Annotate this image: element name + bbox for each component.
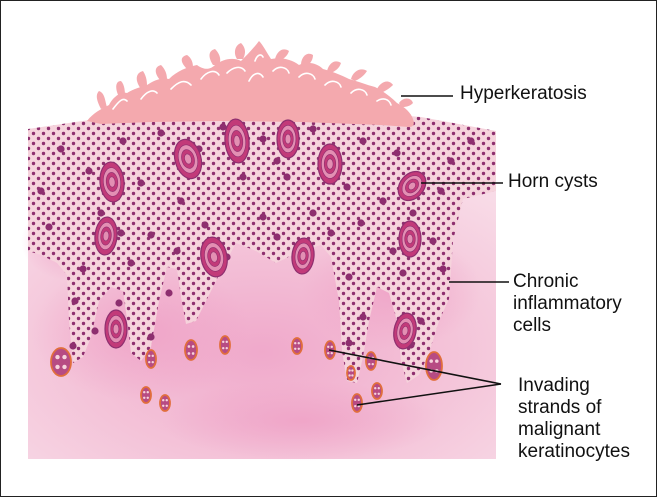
inflammatory-cell — [97, 209, 104, 216]
inflammatory-cell — [115, 299, 122, 306]
inflammatory-cell — [79, 265, 86, 272]
inflammatory-cell — [417, 317, 424, 324]
inflammatory-cell — [389, 247, 396, 254]
inflammatory-cell — [57, 145, 64, 152]
inflammatory-cell — [409, 209, 416, 216]
inflammatory-cell — [345, 339, 352, 346]
inflammatory-cell — [359, 313, 366, 320]
invading-strand — [292, 338, 302, 354]
inflammatory-cell — [147, 333, 154, 340]
horn-cyst — [399, 221, 421, 257]
inflammatory-cell — [343, 183, 350, 190]
invading-strand — [220, 336, 230, 354]
inflammatory-cell — [45, 223, 52, 230]
inflammatory-cell — [85, 167, 92, 174]
horn-cyst — [318, 144, 342, 184]
invading-strand — [366, 352, 376, 370]
inflammatory-cell — [399, 269, 406, 276]
inflammatory-cell — [119, 137, 126, 144]
keratin-layer — [87, 41, 414, 127]
inflammatory-cell — [467, 137, 474, 144]
inflammatory-cell — [327, 229, 334, 236]
inflammatory-cell — [283, 173, 290, 180]
label-horn-cysts: Horn cysts — [508, 171, 598, 193]
inflammatory-cell — [37, 187, 44, 194]
inflammatory-cell — [147, 231, 154, 238]
inflammatory-cell — [201, 221, 208, 228]
inflammatory-cell — [137, 179, 144, 186]
invading-strand — [141, 387, 151, 403]
inflammatory-cell — [173, 247, 180, 254]
label-hyperkeratosis: Hyperkeratosis — [460, 83, 587, 105]
inflammatory-cell — [259, 135, 266, 142]
inflammatory-cell — [345, 273, 352, 280]
invading-strand — [426, 352, 442, 380]
inflammatory-cell — [379, 197, 386, 204]
inflammatory-cell — [359, 137, 366, 144]
inflammatory-cell — [429, 237, 436, 244]
inflammatory-cell — [273, 233, 280, 240]
inflammatory-cell — [239, 173, 246, 180]
horn-cyst — [105, 310, 127, 348]
inflammatory-cell — [309, 209, 316, 216]
inflammatory-cell — [437, 187, 444, 194]
inflammatory-cell — [259, 213, 266, 220]
inflammatory-cell — [165, 289, 172, 296]
inflammatory-cell — [177, 197, 184, 204]
invading-strand — [185, 340, 197, 360]
inflammatory-cell — [357, 219, 364, 226]
invading-strand — [347, 366, 355, 380]
inflammatory-cell — [393, 149, 400, 156]
inflammatory-cell — [71, 297, 78, 304]
inflammatory-cell — [309, 125, 316, 132]
inflammatory-cell — [157, 129, 164, 136]
inflammatory-cell — [439, 265, 446, 272]
label-invading-strands: Invading strands of malignant keratinocy… — [518, 375, 630, 463]
invading-strand — [51, 348, 71, 376]
invading-strand — [372, 383, 382, 399]
inflammatory-cell — [127, 259, 134, 266]
label-inflammatory-cells: Chronic inflammatory cells — [513, 271, 622, 337]
inflammatory-cell — [447, 157, 454, 164]
invading-strand — [146, 350, 156, 368]
invading-strand — [160, 395, 170, 411]
inflammatory-cell — [69, 342, 76, 349]
inflammatory-cell — [273, 157, 280, 164]
inflammatory-cell — [117, 229, 124, 236]
inflammatory-cell — [91, 327, 98, 334]
horn-cyst — [277, 120, 299, 158]
invading-strand — [352, 394, 362, 412]
